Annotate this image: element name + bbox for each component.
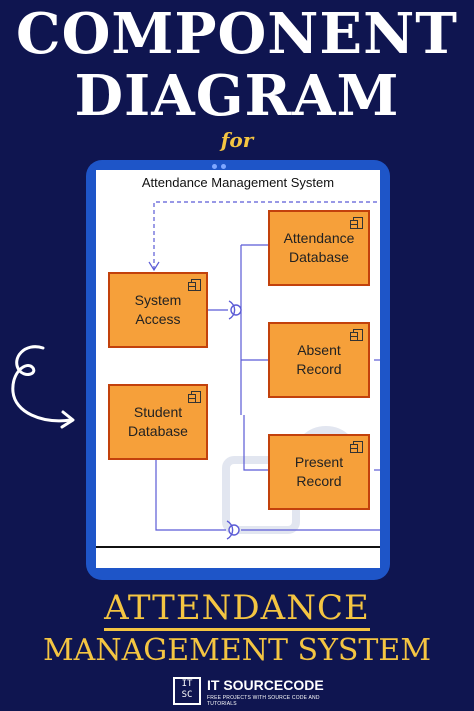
diagram-canvas: Attendance Management System System Acce…	[96, 170, 380, 568]
component-icon	[188, 279, 201, 291]
component-attendance-database: Attendance Database	[268, 210, 370, 286]
title-line-2: DIAGRAM	[74, 63, 400, 129]
tablet-camera	[212, 164, 217, 169]
footer-title-text: ATTENDANCE	[104, 588, 370, 631]
component-label: Attendance Database	[283, 230, 355, 265]
component-system-access: System Access	[108, 272, 208, 348]
component-student-database: Student Database	[108, 384, 208, 460]
brand-name: IT SOURCECODE	[207, 677, 324, 693]
component-label: Absent Record	[296, 342, 342, 377]
curly-arrow-icon	[11, 345, 75, 429]
brand-block: IT SC IT SOURCECODE FREE PROJECTS WITH S…	[173, 675, 333, 707]
footer-title-line-1: ATTENDANCE	[0, 588, 474, 631]
title-line-1: COMPONENT	[16, 1, 458, 67]
system-name: Attendance Management System	[141, 175, 335, 190]
component-present-record: Present Record	[268, 434, 370, 510]
component-label: System Access	[134, 292, 182, 327]
component-label: Student Database	[128, 404, 188, 439]
component-icon	[188, 391, 201, 403]
for-label: for	[220, 128, 254, 152]
brand-logo-icon: IT SC	[173, 677, 201, 705]
component-icon	[350, 329, 363, 341]
tablet-sensor	[221, 164, 226, 169]
brand-tagline: FREE PROJECTS WITH SOURCE CODE AND TUTOR…	[207, 695, 320, 707]
component-icon	[350, 441, 363, 453]
component-icon	[350, 217, 363, 229]
footer-title-line-2: MANAGEMENT SYSTEM	[42, 633, 432, 668]
connector-lines	[96, 201, 380, 548]
component-label: Present Record	[294, 454, 344, 489]
component-absent-record: Absent Record	[268, 322, 370, 398]
